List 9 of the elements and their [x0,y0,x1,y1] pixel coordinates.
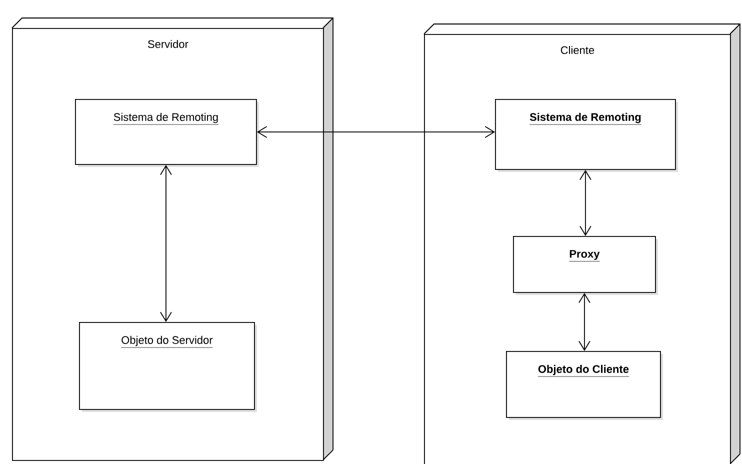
component-box: Objeto do Cliente [506,351,663,420]
component-box: Proxy [513,236,658,295]
component-box: Sistema de Remoting [75,99,259,167]
component-box: Sistema de Remoting [495,99,678,172]
arrow [580,170,592,236]
arrow [578,292,590,351]
arrow [256,126,495,138]
arrow [160,164,172,322]
component-box: Objeto do Servidor [79,322,257,412]
